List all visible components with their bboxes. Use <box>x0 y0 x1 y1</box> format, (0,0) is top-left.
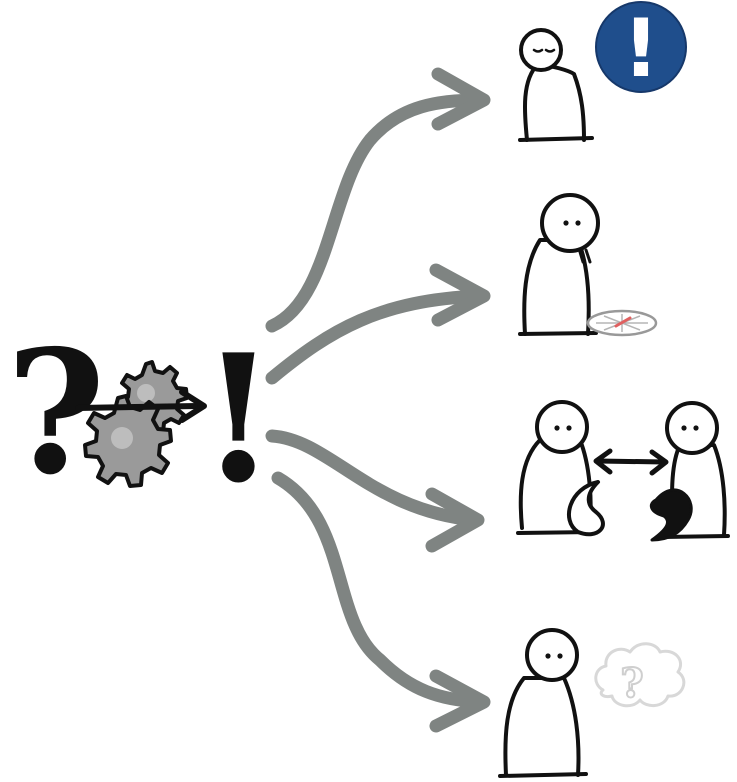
person-body <box>525 64 584 140</box>
double-arrow-icon <box>596 451 666 473</box>
alert-badge-icon: ! <box>596 2 686 95</box>
compass-icon <box>588 311 656 335</box>
question-mark-icon: ? <box>6 313 106 513</box>
ground-line <box>520 138 592 140</box>
exclamation-mark-icon: ! <box>200 317 277 522</box>
figure-sleepy-person <box>520 30 592 140</box>
flow-arrows <box>272 74 484 726</box>
person-body <box>524 240 588 334</box>
person-head <box>542 195 598 251</box>
figure-thinking-person <box>500 630 586 776</box>
thought-cloud-icon: ? <box>596 644 684 707</box>
source-cluster: ? ! <box>6 313 277 522</box>
thought-cloud-glyph: ? <box>620 660 643 707</box>
left-person-head <box>537 402 587 452</box>
ground-line <box>520 333 596 334</box>
right-person-head <box>667 403 717 453</box>
figure-pair-conversation <box>518 402 728 537</box>
figure-lost-person <box>520 195 598 334</box>
person-body <box>505 678 578 775</box>
person-head <box>527 630 577 680</box>
alert-badge-glyph: ! <box>623 2 659 95</box>
ground-line <box>500 774 586 776</box>
speech-comma-icon <box>569 482 691 540</box>
